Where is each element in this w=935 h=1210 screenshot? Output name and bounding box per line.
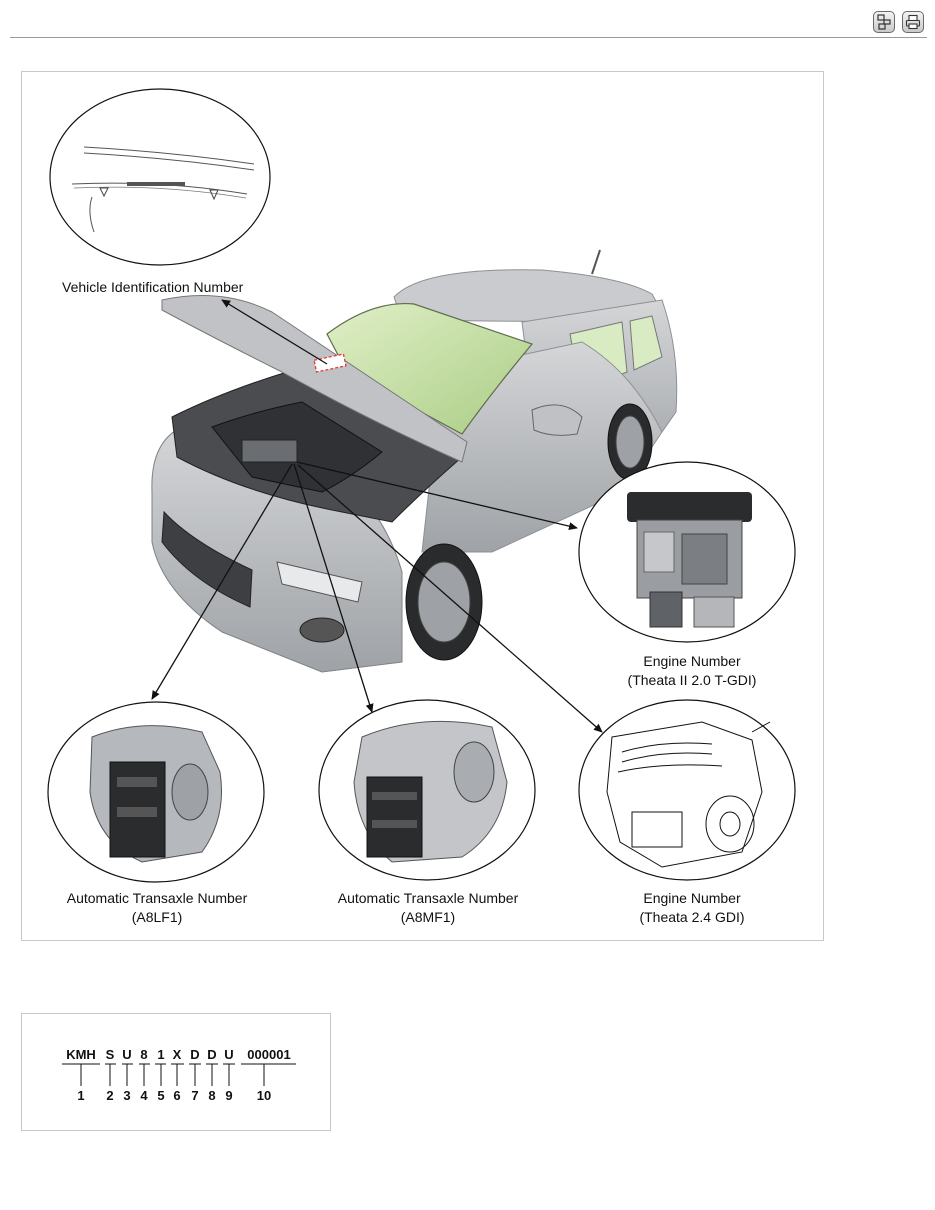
engine-gdi-label-line2: (Theata 2.4 GDI) xyxy=(639,909,745,925)
identification-locations-figure: Vehicle Identification Number Engine Num… xyxy=(21,71,824,941)
engine-gdi-circle xyxy=(578,699,796,881)
transaxle-a8lf1-label-line2: (A8LF1) xyxy=(131,909,183,925)
vin-segment-8: D xyxy=(207,1047,217,1062)
vin-position-4: 4 xyxy=(140,1088,148,1103)
vin-position-8: 8 xyxy=(208,1088,216,1103)
vin-detail-circle xyxy=(49,88,271,266)
navigation-icon xyxy=(877,14,891,30)
printer-icon xyxy=(905,14,921,30)
vin-segment-7: D xyxy=(190,1047,200,1062)
transaxle-a8mf1-label-line1: Automatic Transaxle Number xyxy=(337,890,519,906)
vehicle-body xyxy=(151,249,678,673)
vin-location-label: Vehicle Identification Number xyxy=(62,279,244,295)
transaxle-a8mf1-label-line2: (A8MF1) xyxy=(400,909,456,925)
transaxle-a8mf1-circle xyxy=(318,699,536,881)
navigation-button[interactable] xyxy=(873,11,895,33)
print-button[interactable] xyxy=(902,11,924,33)
vin-position-6: 6 xyxy=(173,1088,181,1103)
vin-segment-10: 000001 xyxy=(247,1047,291,1062)
vin-position-5: 5 xyxy=(157,1088,165,1103)
header-divider xyxy=(10,37,927,38)
vin-position-2: 2 xyxy=(106,1088,114,1103)
transaxle-a8lf1-circle xyxy=(47,701,265,883)
vin-structure-diagram: KMH S U 8 1 X D D U 000001 1 2 3 4 5 6 7… xyxy=(21,1013,331,1131)
vin-position-7: 7 xyxy=(191,1088,199,1103)
vin-segment-1: KMH xyxy=(66,1047,96,1062)
vin-leader-lines xyxy=(62,1063,296,1086)
transaxle-a8lf1-label-line1: Automatic Transaxle Number xyxy=(66,890,248,906)
vin-segment-3: U xyxy=(122,1047,132,1062)
vin-segment-2: S xyxy=(105,1047,115,1062)
leader-arrows xyxy=(151,299,603,733)
engine-tgdi-label-line2: (Theata II 2.0 T-GDI) xyxy=(627,672,757,688)
vin-position-3: 3 xyxy=(123,1088,131,1103)
top-toolbar xyxy=(0,0,935,40)
vin-segment-6: X xyxy=(172,1047,182,1062)
vin-segment-4: 8 xyxy=(140,1047,148,1062)
vehicle-illustration xyxy=(47,88,796,883)
engine-gdi-label-line1: Engine Number xyxy=(643,890,741,906)
vin-segment-5: 1 xyxy=(157,1047,165,1062)
vin-position-10: 10 xyxy=(256,1088,272,1103)
engine-tgdi-label-line1: Engine Number xyxy=(643,653,741,669)
vin-position-1: 1 xyxy=(77,1088,85,1103)
vin-segment-9: U xyxy=(224,1047,234,1062)
engine-tgdi-circle xyxy=(578,461,796,643)
vin-position-9: 9 xyxy=(225,1088,233,1103)
